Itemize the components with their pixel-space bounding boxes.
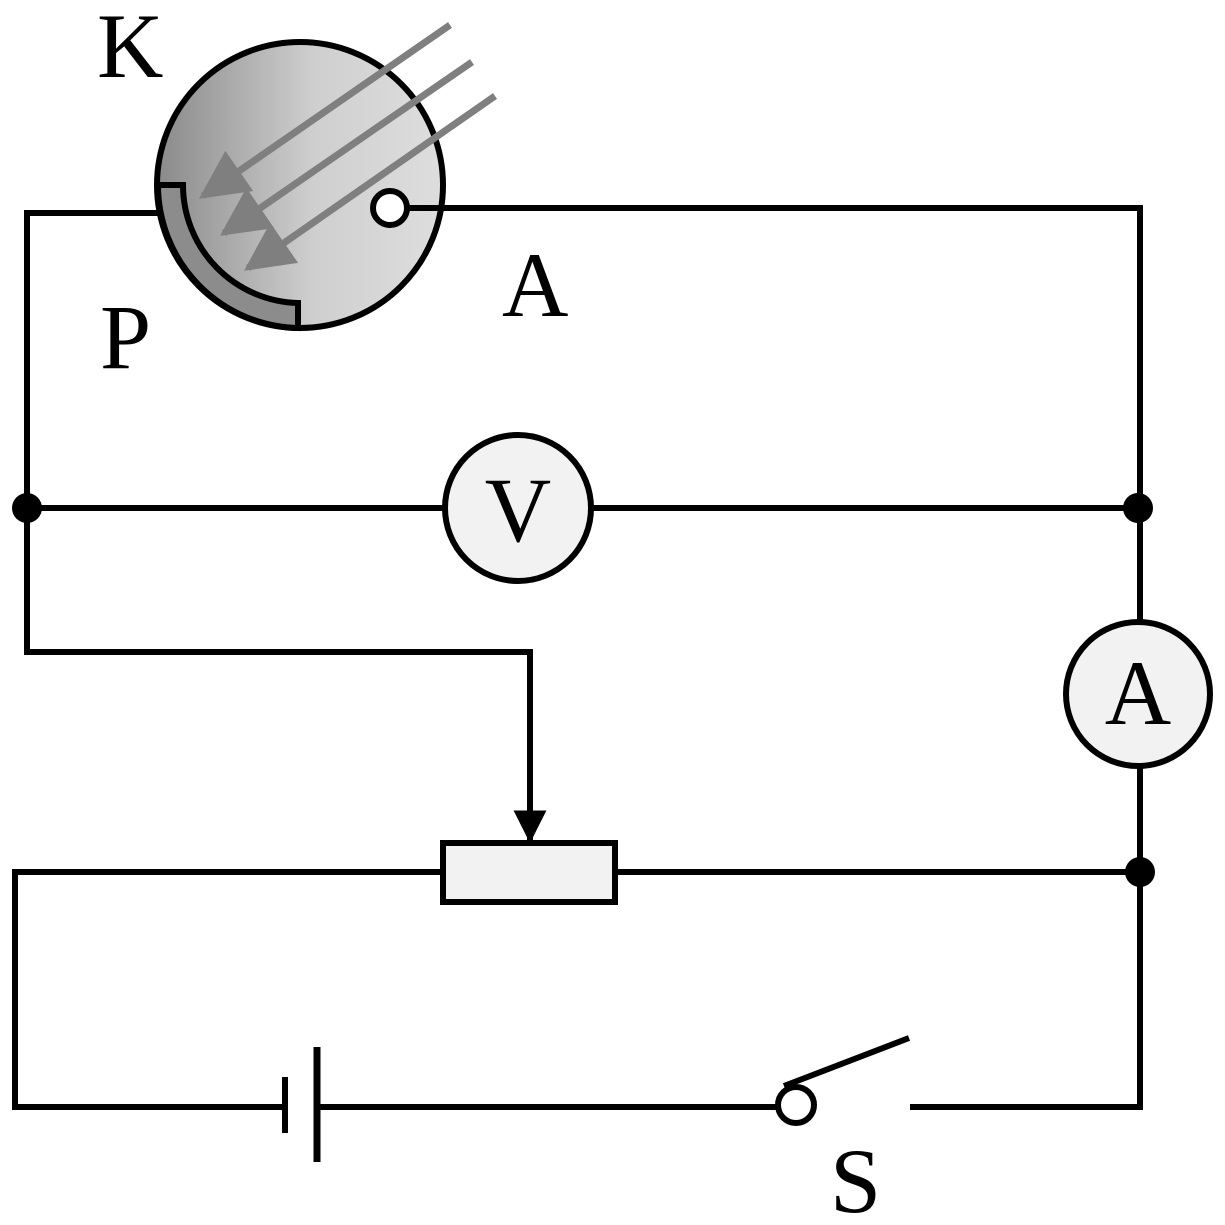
wires — [12, 205, 1143, 1110]
ammeter-label: A — [1105, 642, 1171, 744]
junction-left — [12, 493, 42, 523]
junctions — [12, 493, 1155, 887]
wire-cathode-left — [24, 210, 533, 820]
battery — [282, 1047, 321, 1162]
label-cathode: K — [97, 0, 163, 97]
switch — [775, 1035, 911, 1126]
switch-lever — [782, 1035, 911, 1089]
ammeter: A — [1063, 619, 1213, 769]
light-ray-1 — [198, 22, 452, 199]
voltmeter-body — [442, 432, 594, 584]
switch-pivot — [775, 1084, 817, 1126]
wire-rheostat-left — [12, 869, 443, 1110]
label-slider-point: P — [100, 286, 151, 388]
voltmeter: V — [442, 432, 594, 584]
wire-anode-right — [407, 205, 1143, 622]
rheostat — [440, 840, 618, 905]
junction-right-bottom — [1125, 857, 1155, 887]
light-ray-2 — [219, 59, 474, 236]
light-ray-3 — [243, 93, 498, 271]
photoelectric-tube — [154, 39, 446, 332]
light-rays — [198, 22, 498, 271]
label-anode: A — [502, 234, 568, 336]
cathode-plate — [154, 182, 301, 332]
anode-terminal — [370, 188, 410, 228]
wire-ammeter-down — [910, 766, 1143, 1110]
junction-right-top — [1123, 493, 1153, 523]
label-switch: S — [830, 1130, 881, 1225]
ammeter-body — [1063, 619, 1213, 769]
voltmeter-label: V — [485, 459, 551, 561]
